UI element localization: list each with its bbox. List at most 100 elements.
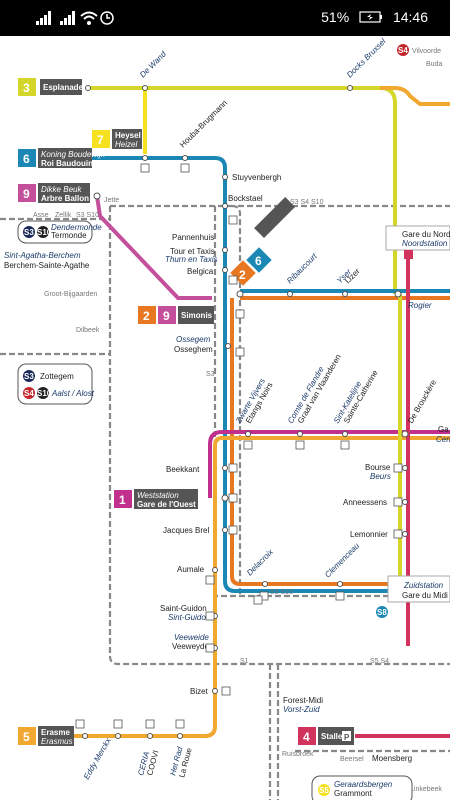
station-jacques-brel[interactable]: Jacques Brel bbox=[163, 526, 209, 535]
station-sint-agatha[interactable]: Sint-Agatha-Berchem bbox=[4, 251, 81, 260]
line-5-badge[interactable]: 5 Erasme Erasmus bbox=[18, 726, 74, 746]
svg-text:S4: S4 bbox=[24, 389, 34, 398]
line-6-badge[interactable]: 6 Koning Boudewijn Roi Baudouin bbox=[18, 148, 106, 168]
rail-tag-s3: S3 bbox=[206, 371, 215, 378]
parking-icon: P bbox=[344, 733, 350, 742]
station-weststation: Weststation bbox=[137, 491, 179, 500]
gare-du-midi-label[interactable]: Zuidstation Gare du Midi bbox=[387, 575, 450, 603]
rail-tag-s3s4s10: S3 S4 S10 bbox=[290, 199, 324, 206]
station-bourse[interactable]: Bourse bbox=[365, 463, 391, 472]
svg-text:2: 2 bbox=[143, 309, 150, 323]
station-esplanade: Esplanade bbox=[43, 83, 84, 92]
station-stuyvenbergh[interactable]: Stuyvenbergh bbox=[232, 173, 281, 182]
station-simonis: Simonis bbox=[181, 311, 213, 320]
svg-text:5: 5 bbox=[23, 730, 30, 744]
station-noordstation: Noordstation bbox=[402, 239, 448, 248]
s-legend-dendermonde: S3 S10 Dendermonde Termonde bbox=[17, 220, 102, 244]
station-ossegem[interactable]: Ossegem bbox=[176, 335, 211, 344]
station-pannenhuis[interactable]: Pannenhuis bbox=[172, 233, 214, 242]
station-buda[interactable]: Buda bbox=[426, 61, 442, 68]
line-3-badge[interactable]: 3 Esplanade bbox=[18, 78, 84, 96]
svg-text:Termonde: Termonde bbox=[51, 231, 87, 240]
svg-text:Dendermonde: Dendermonde bbox=[51, 223, 102, 232]
station-ruisbroek[interactable]: Ruisbroek bbox=[282, 751, 314, 758]
station-cen[interactable]: Cen bbox=[436, 435, 450, 444]
station-sint-guido[interactable]: Sint-Guido bbox=[168, 613, 206, 622]
station-saint-guidon[interactable]: Saint-Guidon bbox=[160, 604, 207, 613]
station-de-wand[interactable]: De Wand bbox=[138, 49, 168, 79]
map-canvas[interactable]: De Wand Docks Bruxsel Vilvoorde Buda Hou… bbox=[0, 36, 450, 804]
station-gare-nord: Gare du Nord bbox=[402, 230, 450, 239]
svg-text:S3: S3 bbox=[24, 372, 34, 381]
line-9-badge[interactable]: 9 Dikke Beuk Arbre Ballon bbox=[18, 183, 90, 203]
station-thurn-taxis[interactable]: Thurn en Taxis bbox=[165, 255, 218, 264]
gare-du-nord-label[interactable]: Gare du Nord Noordstation bbox=[385, 225, 450, 251]
line-7-badge[interactable]: 7 Heysel Heizel bbox=[92, 129, 142, 149]
station-osseghem[interactable]: Osseghem bbox=[174, 345, 213, 354]
station-roi-baudouin: Roi Baudouin bbox=[41, 159, 93, 168]
station-vilvoorde[interactable]: Vilvoorde bbox=[412, 48, 441, 55]
station-bizet[interactable]: Bizet bbox=[190, 687, 209, 696]
station-clemenceau[interactable]: Clemenceau bbox=[323, 541, 362, 580]
station-delacroix[interactable]: Delacroix bbox=[245, 547, 276, 578]
station-de-brouckere[interactable]: De Brouckère bbox=[406, 378, 439, 425]
station-beersel[interactable]: Beersel bbox=[340, 756, 364, 763]
svg-text:3: 3 bbox=[23, 81, 30, 95]
rail-tag-s3s10: S3 S10 bbox=[76, 212, 99, 219]
station-belgica[interactable]: Belgica bbox=[187, 267, 214, 276]
line-9-track bbox=[95, 195, 212, 300]
station-veeweyde[interactable]: Veeweyde bbox=[172, 642, 209, 651]
station-moensberg[interactable]: Moensberg bbox=[372, 754, 412, 763]
station-docks[interactable]: Docks Bruxsel bbox=[345, 37, 388, 80]
metro-map[interactable]: De Wand Docks Bruxsel Vilvoorde Buda Hou… bbox=[0, 36, 450, 804]
station-zellik[interactable]: Zellik bbox=[55, 212, 72, 219]
station-beurs[interactable]: Beurs bbox=[370, 472, 391, 481]
station-koning-boudewijn: Koning Boudewijn bbox=[41, 150, 106, 159]
line-4-marker bbox=[404, 250, 413, 259]
station-dilbeek[interactable]: Dilbeek bbox=[76, 327, 100, 334]
line-4-badge[interactable]: 4 Stalle P bbox=[298, 727, 354, 745]
signal-icon bbox=[60, 11, 75, 25]
svg-text:S10: S10 bbox=[37, 389, 52, 398]
station-beekkant[interactable]: Beekkant bbox=[166, 465, 200, 474]
station-ribaucourt[interactable]: Ribaucourt bbox=[285, 251, 319, 285]
station-anneessens[interactable]: Anneessens bbox=[343, 498, 387, 507]
svg-text:9: 9 bbox=[163, 309, 170, 323]
station-berchem[interactable]: Berchem-Sainte-Agathe bbox=[4, 261, 90, 270]
station-stops[interactable] bbox=[82, 85, 409, 739]
station-vorst-zuid[interactable]: Vorst-Zuid bbox=[283, 705, 320, 714]
wifi-icon bbox=[80, 11, 98, 25]
svg-text:S4: S4 bbox=[398, 46, 408, 55]
station-groot[interactable]: Groot-Bijgaarden bbox=[44, 291, 97, 298]
station-veeweide[interactable]: Veeweide bbox=[174, 633, 209, 642]
simonis-badge[interactable]: 2 9 Simonis bbox=[138, 306, 214, 324]
station-eddy[interactable]: Eddy Merckx bbox=[82, 736, 113, 781]
station-dikke-beuk: Dikke Beuk bbox=[41, 185, 82, 194]
line-3-branch bbox=[380, 86, 450, 106]
station-asse[interactable]: Asse bbox=[33, 212, 49, 219]
station-jette[interactable]: Jette bbox=[104, 197, 119, 204]
station-linkebeek[interactable]: Linkebeek bbox=[410, 786, 442, 793]
svg-text:Geraardsbergen: Geraardsbergen bbox=[334, 780, 393, 789]
station-houba[interactable]: Houba-Brugmann bbox=[178, 98, 229, 149]
station-lemonnier[interactable]: Lemonnier bbox=[350, 530, 388, 539]
station-aumale[interactable]: Aumale bbox=[177, 565, 205, 574]
line-1-badge[interactable]: 1 Weststation Gare de l'Ouest bbox=[114, 489, 198, 509]
station-rogier[interactable]: Rogier bbox=[408, 301, 432, 310]
svg-text:6: 6 bbox=[23, 152, 30, 166]
svg-text:S10: S10 bbox=[37, 228, 52, 237]
station-stalle: Stalle bbox=[321, 732, 343, 741]
svg-text:S3: S3 bbox=[24, 228, 34, 237]
svg-text:6: 6 bbox=[255, 254, 262, 268]
status-bar: 51% 14:46 bbox=[0, 0, 450, 36]
station-forest-midi[interactable]: Forest-Midi bbox=[283, 696, 323, 705]
s-legend-geraardsbergen: S5 Geraardsbergen Grammont bbox=[311, 775, 413, 804]
station-gare-midi: Gare du Midi bbox=[402, 591, 448, 600]
clock: 14:46 bbox=[392, 9, 428, 25]
wheelchair-icon bbox=[75, 163, 403, 729]
station-bockstael[interactable]: Bockstael bbox=[228, 194, 263, 203]
station-gare-c[interactable]: Ga bbox=[438, 425, 449, 434]
battery-level: 51% bbox=[321, 9, 350, 25]
station-tour-taxis[interactable]: Tour et Taxis bbox=[170, 247, 215, 256]
rail-tag-s3s10-midi: S3 S10 bbox=[270, 589, 293, 596]
